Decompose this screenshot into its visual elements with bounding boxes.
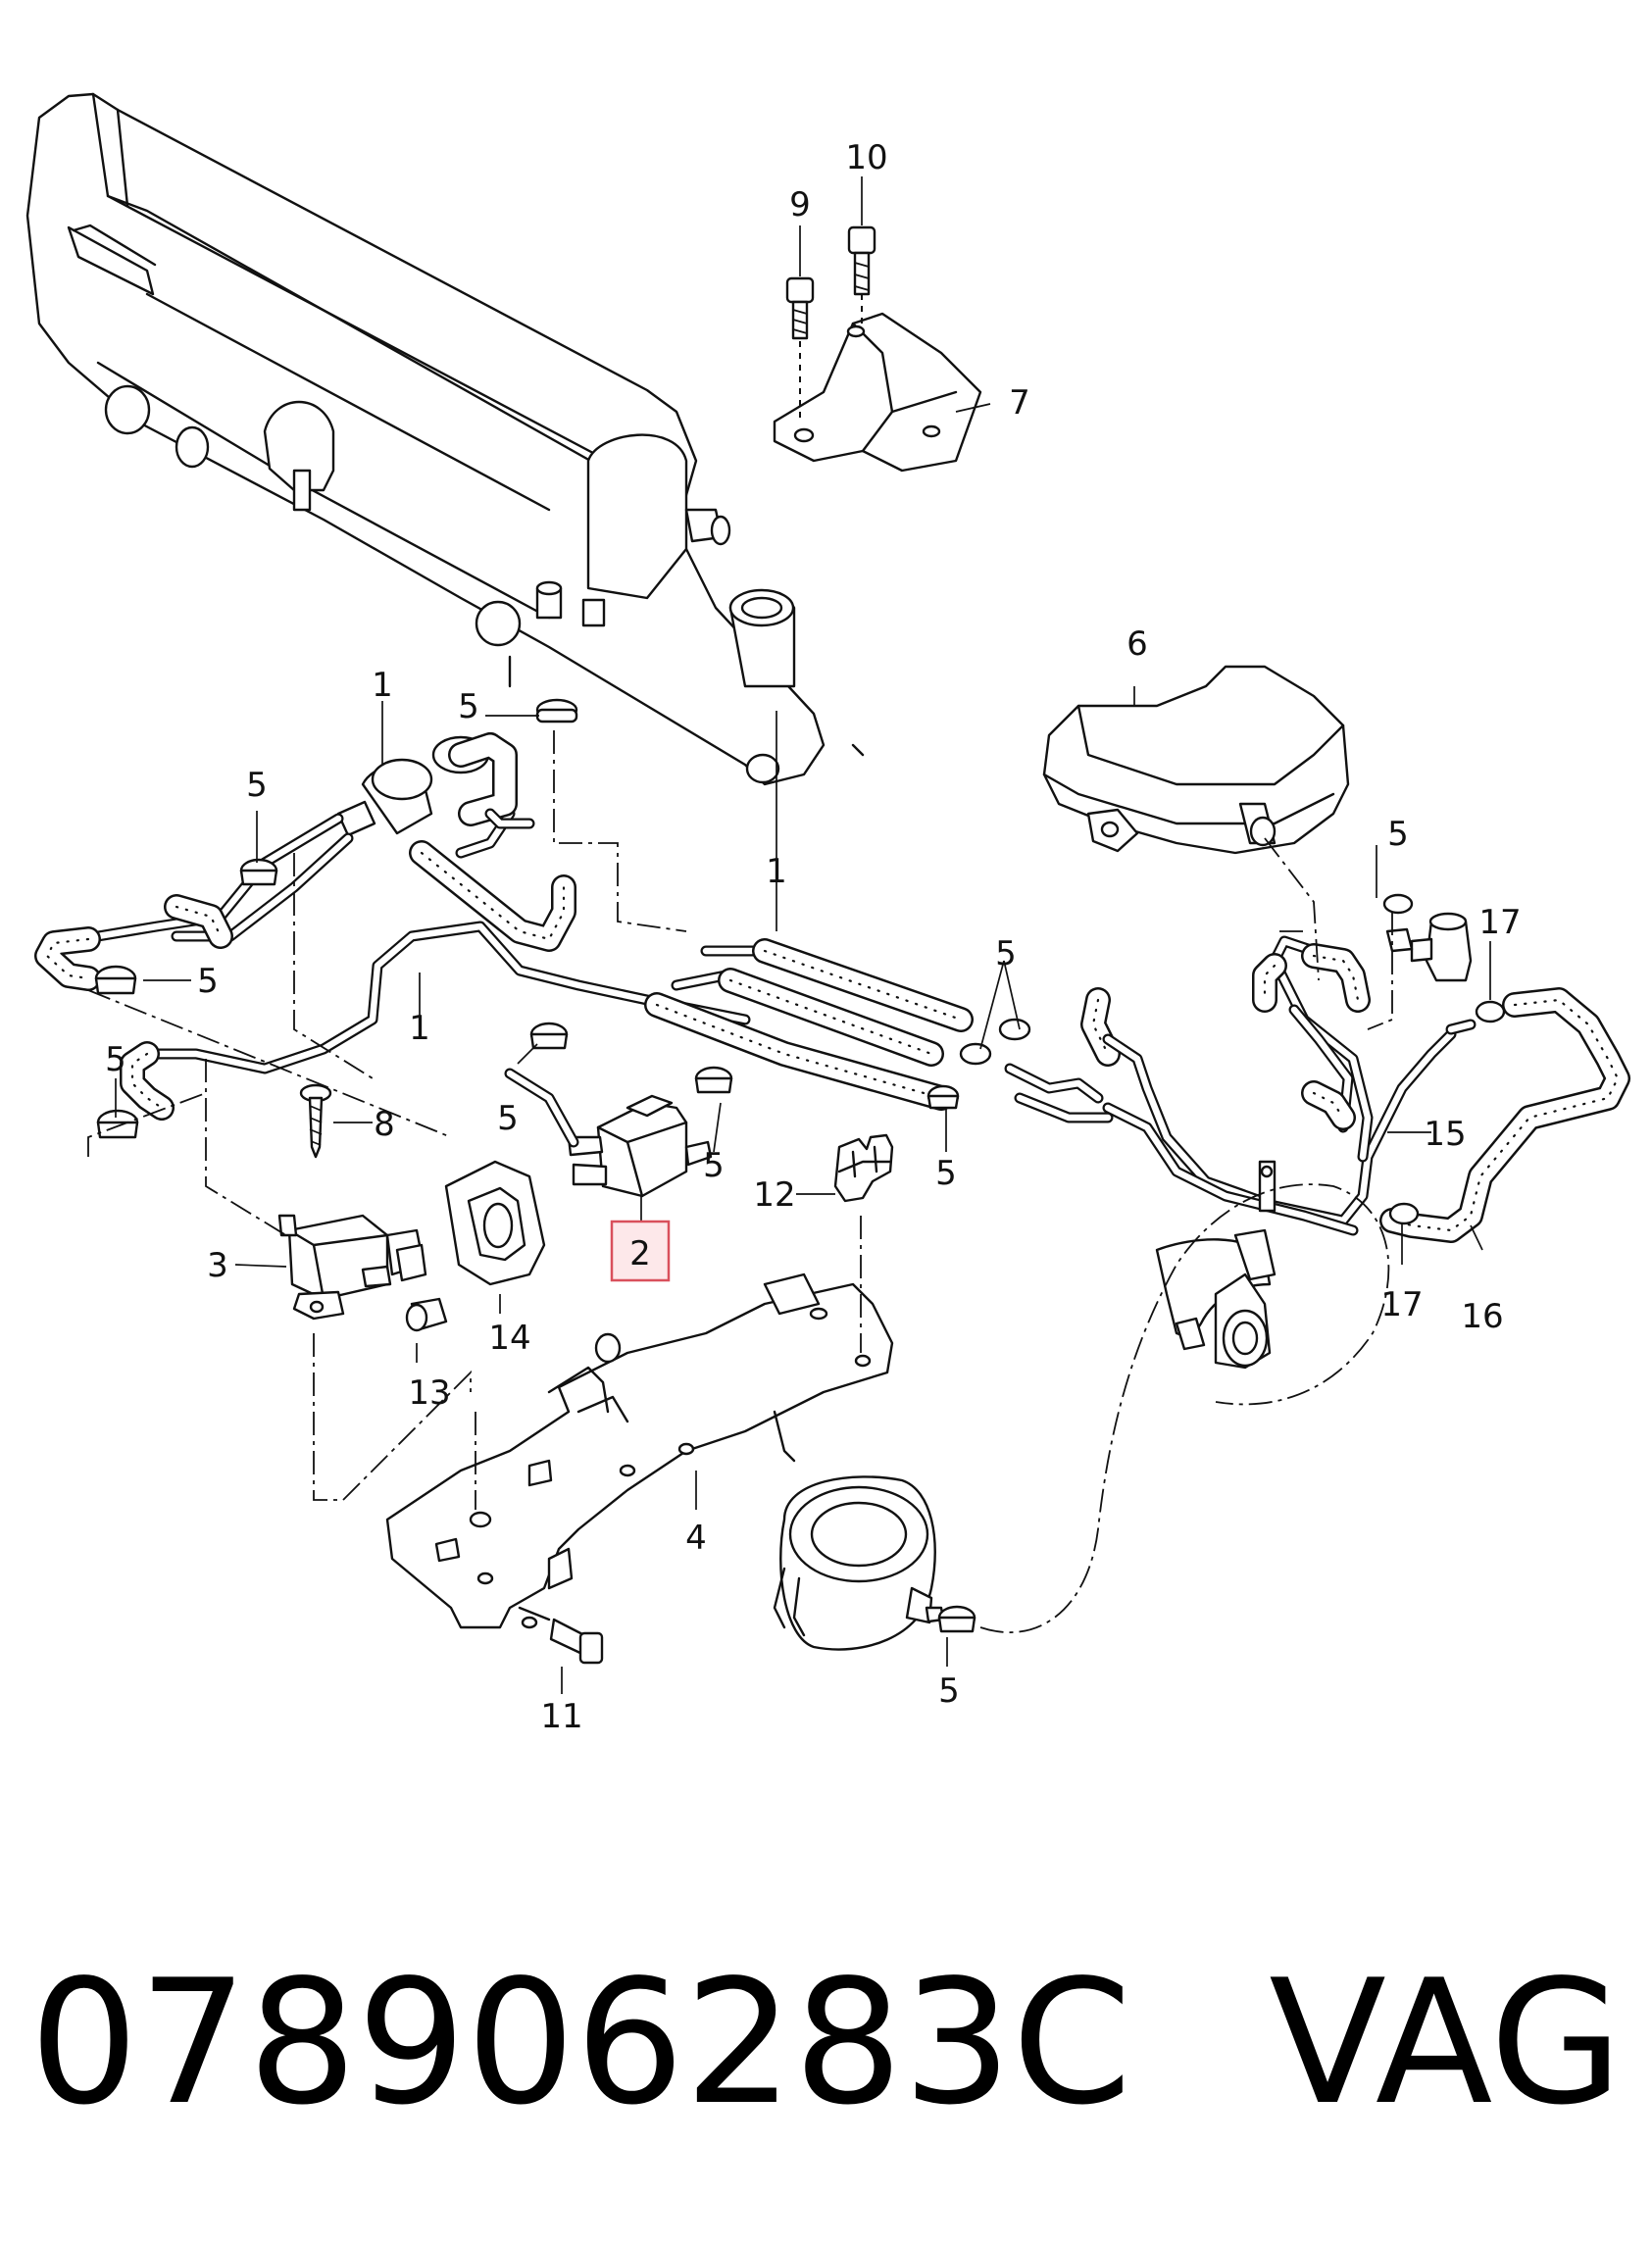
callout-10: 10 [845, 138, 887, 177]
callout-5-mid-left: 5 [497, 1099, 519, 1138]
bracket-4 [385, 1272, 894, 1629]
callout-4: 4 [685, 1519, 707, 1558]
callout-12: 12 [753, 1175, 795, 1215]
clamp-5-left-low [96, 1109, 139, 1139]
callout-17-upper: 17 [1478, 903, 1521, 942]
callout-1-top: 1 [372, 666, 393, 705]
clamp-5-valve [694, 1066, 733, 1094]
callout-14: 14 [488, 1319, 530, 1358]
callout-13: 13 [408, 1373, 450, 1413]
bolt-11 [518, 1606, 604, 1665]
callout-11: 11 [540, 1697, 582, 1736]
vacuum-line-1-upper [34, 732, 576, 991]
clamp-17-upper [1475, 1000, 1506, 1023]
line-bundle-15 [1004, 935, 1457, 1236]
screw-8 [299, 1083, 332, 1159]
clamp-5-top [535, 698, 578, 723]
callout-1-right: 1 [766, 852, 787, 891]
gasket-14 [444, 1160, 546, 1286]
clamp-5-mid-left [529, 1022, 569, 1050]
highlight-box-2 [610, 1220, 671, 1282]
callout-1-left: 1 [409, 1009, 430, 1048]
clamp-5-right [1382, 893, 1414, 915]
solenoid-valve-3 [277, 1214, 427, 1321]
clamp-5-left-top [239, 858, 278, 886]
callout-5-center: 5 [935, 1154, 957, 1193]
callout-9: 9 [789, 185, 811, 224]
callout-7: 7 [1009, 383, 1030, 423]
brand-name: VAG [1269, 1944, 1624, 2143]
parts-diagram: 2 1 1 1 3 4 5 5 5 5 5 5 5 5 5 5 5 6 7 8 … [25, 92, 1630, 1736]
callout-15: 15 [1424, 1115, 1466, 1154]
callout-5-right: 5 [1387, 815, 1409, 854]
intake-manifold [25, 92, 865, 786]
callout-16: 16 [1461, 1297, 1503, 1336]
callout-5-valve: 5 [703, 1146, 725, 1185]
callout-3: 3 [207, 1246, 228, 1285]
connector-12 [833, 1133, 894, 1203]
callouts: 2 1 1 1 3 4 5 5 5 5 5 5 5 5 5 5 5 6 7 8 … [105, 138, 1521, 1736]
callout-5-left: 5 [197, 962, 219, 1001]
reference-lines [87, 730, 1393, 1633]
callout-5-bottom: 5 [938, 1671, 960, 1711]
callout-17-lower: 17 [1380, 1285, 1423, 1324]
callout-6: 6 [1126, 624, 1148, 664]
cap-13 [405, 1297, 448, 1332]
callout-5-top: 5 [458, 687, 479, 726]
valve-2 [504, 1068, 713, 1198]
reservoir-6 [1042, 665, 1350, 981]
vacuum-line-1-middle [120, 921, 954, 1121]
check-valve-17 [1385, 912, 1473, 982]
clamp-5-mid [926, 1018, 1031, 1110]
callout-5-left-low: 5 [105, 1040, 126, 1079]
vacuum-booster [773, 1475, 945, 1651]
vacuum-line-1-right [671, 938, 974, 1067]
bolt-9 [785, 276, 815, 422]
callout-5-mid: 5 [995, 934, 1017, 973]
callout-2: 2 [629, 1234, 651, 1273]
bracket-7 [773, 312, 982, 473]
leader-lines [115, 176, 1491, 1694]
part-number: 078906283C [29, 1944, 1132, 2143]
clamp-17-lower [1388, 1202, 1420, 1225]
hose-16 [1379, 987, 1630, 1243]
elbow-hose [1155, 1228, 1277, 1370]
callout-8: 8 [374, 1105, 395, 1144]
bolt-10 [847, 225, 876, 329]
part-caption: 078906283C VAG [29, 1936, 1637, 2152]
callout-5-left-top: 5 [246, 766, 268, 805]
clamp-5-left [94, 965, 137, 995]
clamp-5-bottom [937, 1605, 976, 1633]
